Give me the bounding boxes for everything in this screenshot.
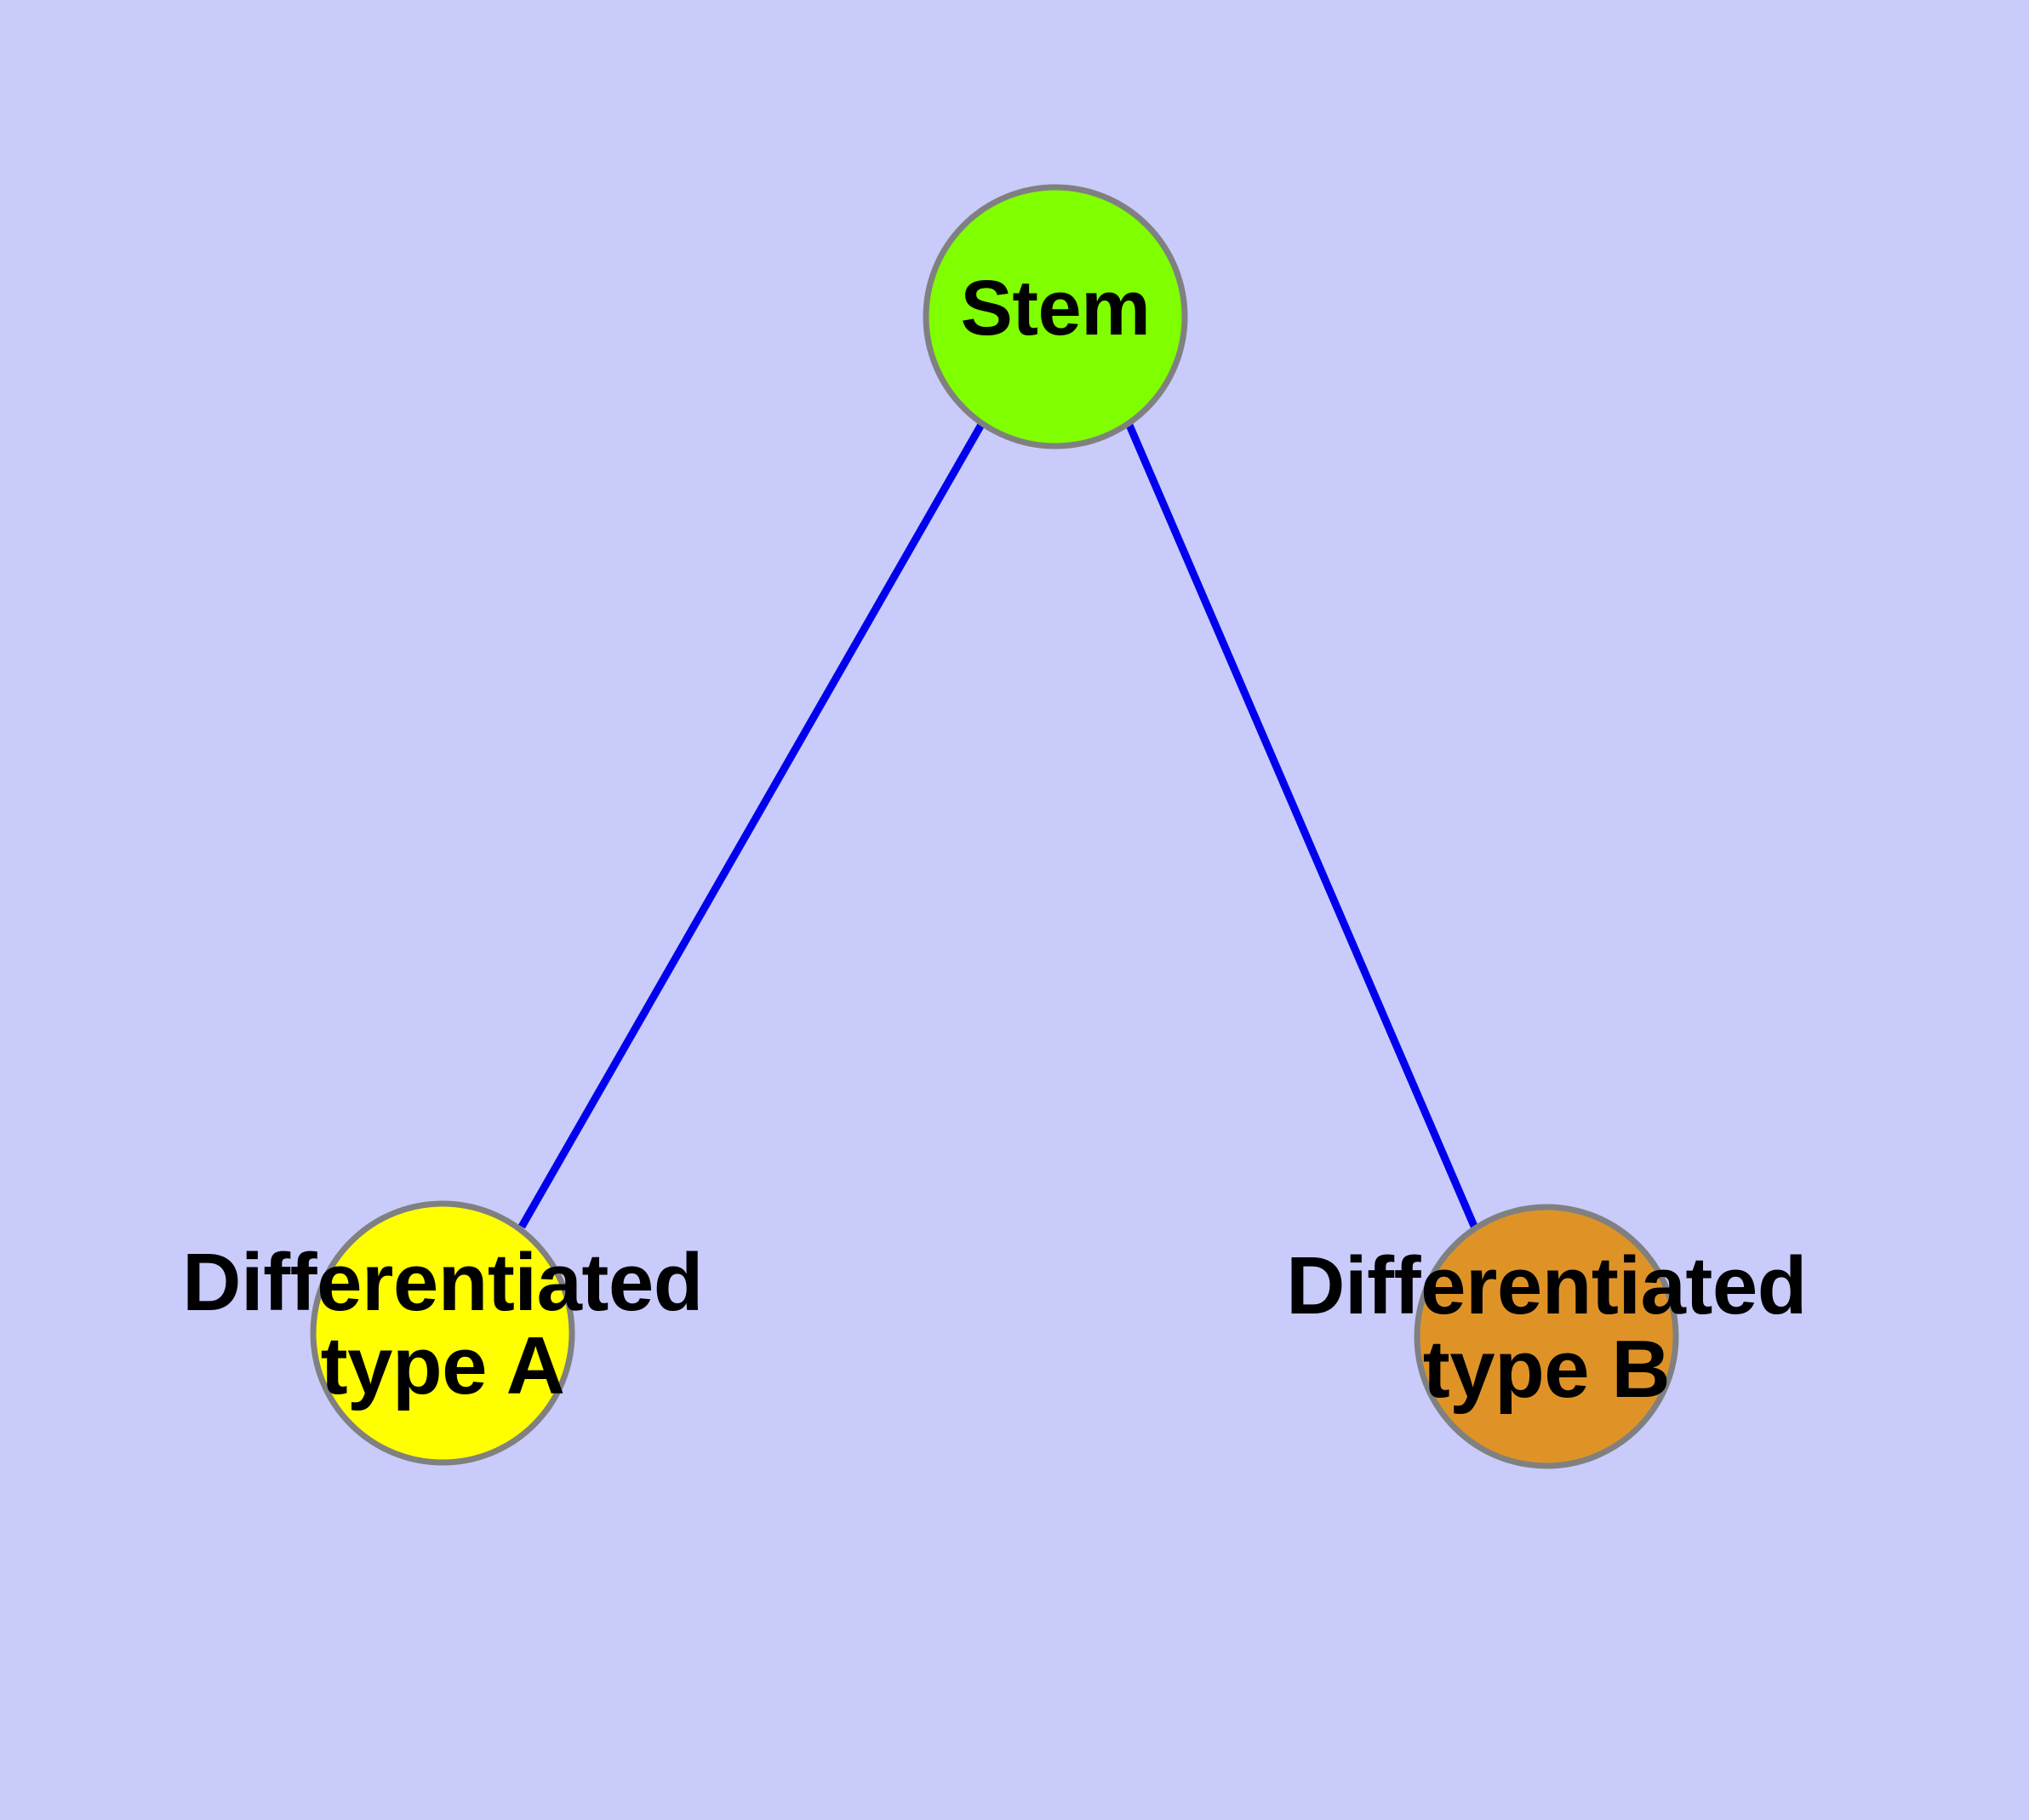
edge-stem-to-differentiated-type-a[interactable] [518, 421, 986, 1229]
node-differentiated-type-a[interactable] [310, 1200, 575, 1466]
node-layer [310, 184, 1679, 1469]
edge-stem-to-differentiated-type-b[interactable] [1124, 421, 1480, 1232]
edge-layer [518, 421, 1480, 1232]
node-differentiated-type-b[interactable] [1414, 1204, 1679, 1469]
node-stem[interactable] [923, 184, 1188, 449]
